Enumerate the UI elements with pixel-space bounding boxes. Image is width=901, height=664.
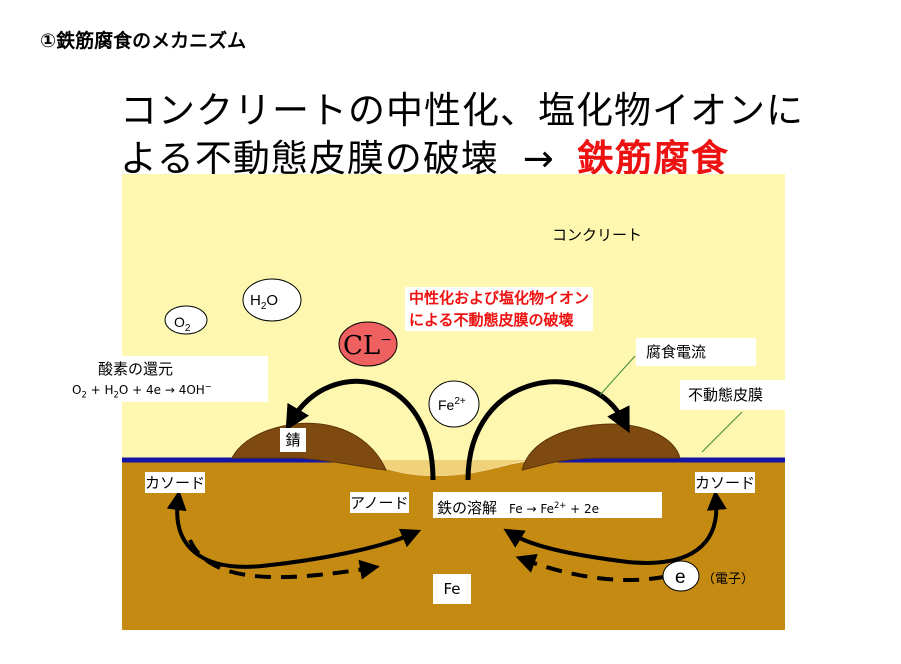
corrosion-current-arrow-right xyxy=(465,379,630,481)
cathode-label-right: カソード xyxy=(695,472,756,493)
fe-ion-bubble xyxy=(428,380,480,428)
title-arrow: → xyxy=(522,137,555,180)
iron-dissolution-box: 鉄の溶解 Fe → Fe2+ + 2e xyxy=(433,492,662,518)
corrosion-current-label: 腐食電流 xyxy=(636,338,756,366)
iron-dissolution-label: 鉄の溶解 xyxy=(437,499,498,517)
cathode-label-left: カソード xyxy=(145,472,206,493)
anode-pit xyxy=(340,460,535,476)
anode-label: アノード xyxy=(350,492,409,513)
electron-note: （電子） xyxy=(702,572,755,587)
h2o-bubble xyxy=(242,278,302,322)
cl-ion-label: CL− xyxy=(343,331,392,361)
o2-label: O2 xyxy=(174,314,191,334)
corrosion-current-arrow-left xyxy=(285,378,436,481)
oxygen-reduction-equation: O2 + H2O + 4e → 4OH− xyxy=(72,381,212,400)
cl-ion-bubble xyxy=(338,321,398,367)
o2-bubble xyxy=(164,305,208,335)
oxygen-reduction-title: 酸素の還元 xyxy=(98,360,174,378)
passive-film-pointer xyxy=(701,411,743,453)
h2o-label: H2O xyxy=(250,292,278,312)
rust-mound-left xyxy=(231,422,387,471)
electron-bubble xyxy=(662,560,700,592)
title-line-1: コンクリートの中性化、塩化物イオンに xyxy=(120,89,804,132)
warning-line-2: による不動態皮膜の破壊 xyxy=(409,311,574,329)
passive-film-label: 不動態皮膜 xyxy=(680,380,800,410)
fe-ion-label: Fe2+ xyxy=(438,396,466,413)
electron-flow-dashed-right xyxy=(515,554,691,582)
electron-flow-dashed-left xyxy=(188,539,380,580)
passive-film-destruction-note: 中性化および塩化物イオン による不動態皮膜の破壊 xyxy=(405,287,594,331)
concrete-label: コンクリート xyxy=(552,226,643,244)
warning-line-1: 中性化および塩化物イオン xyxy=(409,289,590,307)
iron-metal-label: Fe xyxy=(433,574,471,604)
title-line-2-text: よる不動態皮膜の破壊 xyxy=(120,137,499,180)
rust-mound-right xyxy=(521,423,681,471)
title-line-2: よる不動態皮膜の破壊 → 鉄筋腐食 xyxy=(120,128,729,182)
electron-label: e xyxy=(675,567,686,588)
current-arrow-steel-right xyxy=(503,490,727,565)
iron-dissolution-equation: Fe → Fe2+ + 2e xyxy=(509,500,600,516)
corrosion-current-pointer xyxy=(599,355,636,396)
title-highlight: 鉄筋腐食 xyxy=(576,137,729,180)
steel-rebar xyxy=(122,461,785,630)
current-arrow-steel-left xyxy=(166,490,422,569)
rust-label: 錆 xyxy=(280,428,306,452)
page-heading: ①鉄筋腐食のメカニズム xyxy=(40,30,247,52)
oxygen-reduction-box: 酸素の還元 O2 + H2O + 4e → 4OH− xyxy=(68,356,268,402)
